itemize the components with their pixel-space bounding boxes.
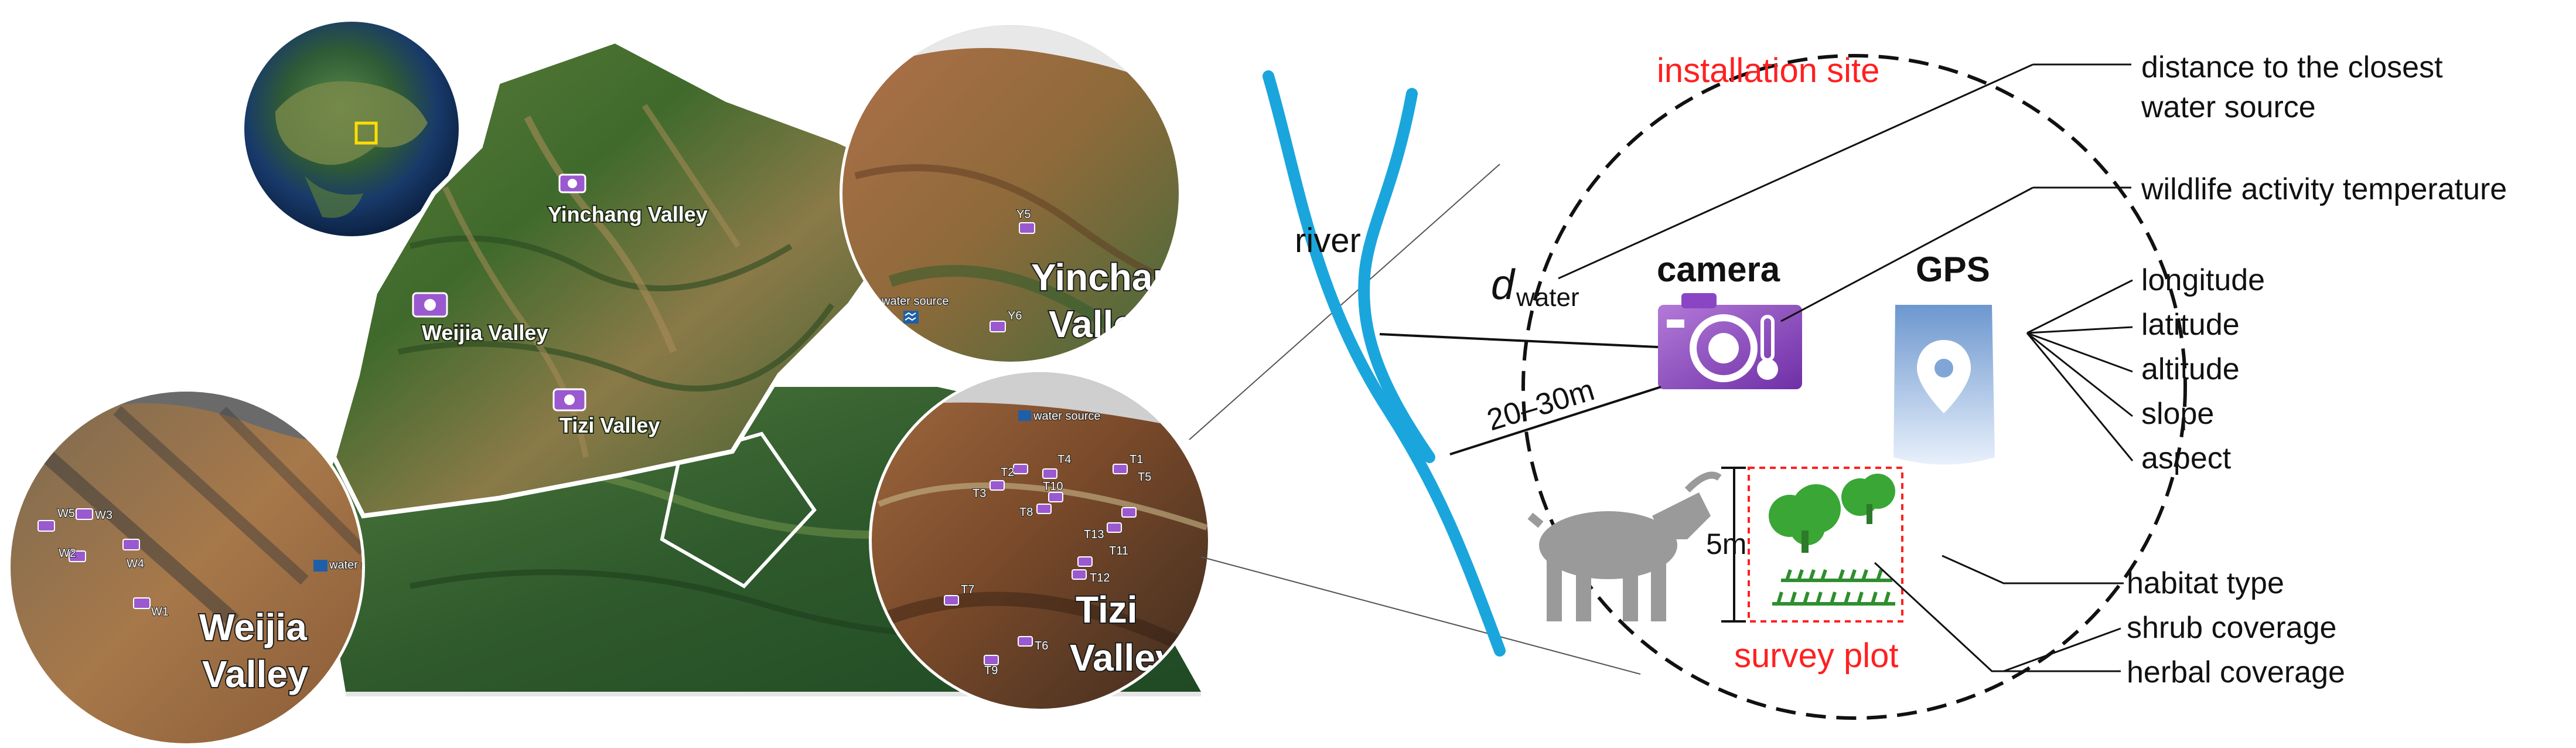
plot-height-label: 5m <box>1706 528 1746 560</box>
inset-weijia-valley: W1 W2 W3 W4 W5 water source Weijia Valle… <box>8 389 397 746</box>
var-shrub: shrub coverage <box>2127 611 2336 645</box>
svg-text:W4: W4 <box>127 557 144 570</box>
svg-text:water source: water source <box>1033 410 1101 423</box>
svg-text:Tizi: Tizi <box>1076 589 1138 631</box>
svg-text:T4: T4 <box>1057 453 1071 466</box>
var-distance-line1: distance to the closest <box>2141 50 2443 84</box>
svg-text:T7: T7 <box>961 583 974 596</box>
gps-label: GPS <box>1916 250 1990 289</box>
svg-text:T3: T3 <box>973 487 986 500</box>
distance-line <box>1449 386 1661 455</box>
connector-bottom <box>1200 556 1641 675</box>
water-source-icon <box>1018 410 1031 421</box>
svg-text:T12: T12 <box>1090 572 1110 584</box>
water-source-icon <box>313 560 327 572</box>
vegetation-pointers <box>1874 555 2124 672</box>
svg-text:W3: W3 <box>95 509 112 522</box>
d-water-pointer <box>1558 63 2033 280</box>
camera-marker-tizi <box>552 388 586 412</box>
var-habitat: habitat type <box>2127 566 2284 600</box>
svg-text:T13: T13 <box>1084 528 1104 541</box>
inset-tizi-valley: water source T1 T2 T3 T4 <box>869 369 1211 712</box>
svg-text:T9: T9 <box>984 664 998 677</box>
var-temperature: wildlife activity temperature <box>2141 172 2507 206</box>
var-herbal: herbal coverage <box>2127 655 2345 689</box>
svg-text:Yinchang: Yinchang <box>1031 256 1199 298</box>
camera-marker-weijia <box>412 292 448 318</box>
var-altitude: altitude <box>2141 352 2240 386</box>
installation-site-title: installation site <box>1657 52 1879 90</box>
var-longitude: longitude <box>2141 263 2265 297</box>
gps-icon <box>1893 305 1995 465</box>
camera-icon <box>1658 293 1802 389</box>
svg-text:T11: T11 <box>1109 545 1128 557</box>
svg-text:W2: W2 <box>59 547 76 560</box>
shrub-icon <box>1769 474 1895 553</box>
label-tizi-valley: Tizi Valley <box>559 413 660 437</box>
svg-text:Y5: Y5 <box>1016 208 1031 221</box>
var-latitude: latitude <box>2141 308 2240 342</box>
svg-text:water source: water source <box>329 559 397 572</box>
globe-icon <box>244 22 459 236</box>
label-weijia-valley: Weijia Valley <box>422 321 548 345</box>
d-water-subscript: water <box>1516 283 1579 312</box>
svg-text:Valley: Valley <box>1049 303 1155 345</box>
camera-label: camera <box>1657 250 1780 289</box>
svg-text:Weijia: Weijia <box>199 606 307 648</box>
temperature-pointer <box>1780 186 2033 322</box>
var-slope: slope <box>2141 397 2214 431</box>
river-label: river <box>1295 222 1361 260</box>
connector-top <box>1189 164 1500 440</box>
installation-site-boundary <box>1521 54 2187 720</box>
var-distance-line2: water source <box>2141 90 2316 124</box>
svg-text:Valley: Valley <box>202 653 309 695</box>
goat-icon <box>1527 471 1722 621</box>
valley-terrain-map <box>331 38 917 519</box>
svg-text:T8: T8 <box>1019 506 1033 519</box>
plot-height-bracket <box>1721 467 1746 623</box>
var-aspect: aspect <box>2141 441 2232 475</box>
survey-plot-label: survey plot <box>1734 637 1898 675</box>
svg-text:T10: T10 <box>1043 480 1063 493</box>
river-bank <box>1358 88 1435 463</box>
svg-text:W1: W1 <box>151 606 169 618</box>
grass-icon <box>1772 569 1895 606</box>
svg-text:T2: T2 <box>1001 466 1014 479</box>
svg-text:T1: T1 <box>1130 453 1143 466</box>
water-source-icon <box>903 311 919 324</box>
svg-text:T6: T6 <box>1035 640 1048 652</box>
d-water-label: d <box>1491 261 1516 308</box>
label-yinchang-valley: Yinchang Valley <box>548 202 708 226</box>
svg-text:Y6: Y6 <box>1008 310 1022 322</box>
gps-pointers <box>2026 279 2134 461</box>
inset-yinchang-valley: Y5 Y6 water source Yinchang Valley <box>840 22 1199 365</box>
survey-plot-box <box>1748 467 1903 623</box>
camera-marker-yinchang <box>558 174 586 193</box>
distance-range-label: 20–30m <box>1483 373 1599 437</box>
svg-text:T5: T5 <box>1138 471 1151 484</box>
river-to-camera-line <box>1379 333 1659 348</box>
thermometer-icon <box>1757 315 1778 380</box>
river <box>1263 70 1506 657</box>
svg-text:water source: water source <box>881 295 949 308</box>
svg-text:W5: W5 <box>57 507 75 520</box>
